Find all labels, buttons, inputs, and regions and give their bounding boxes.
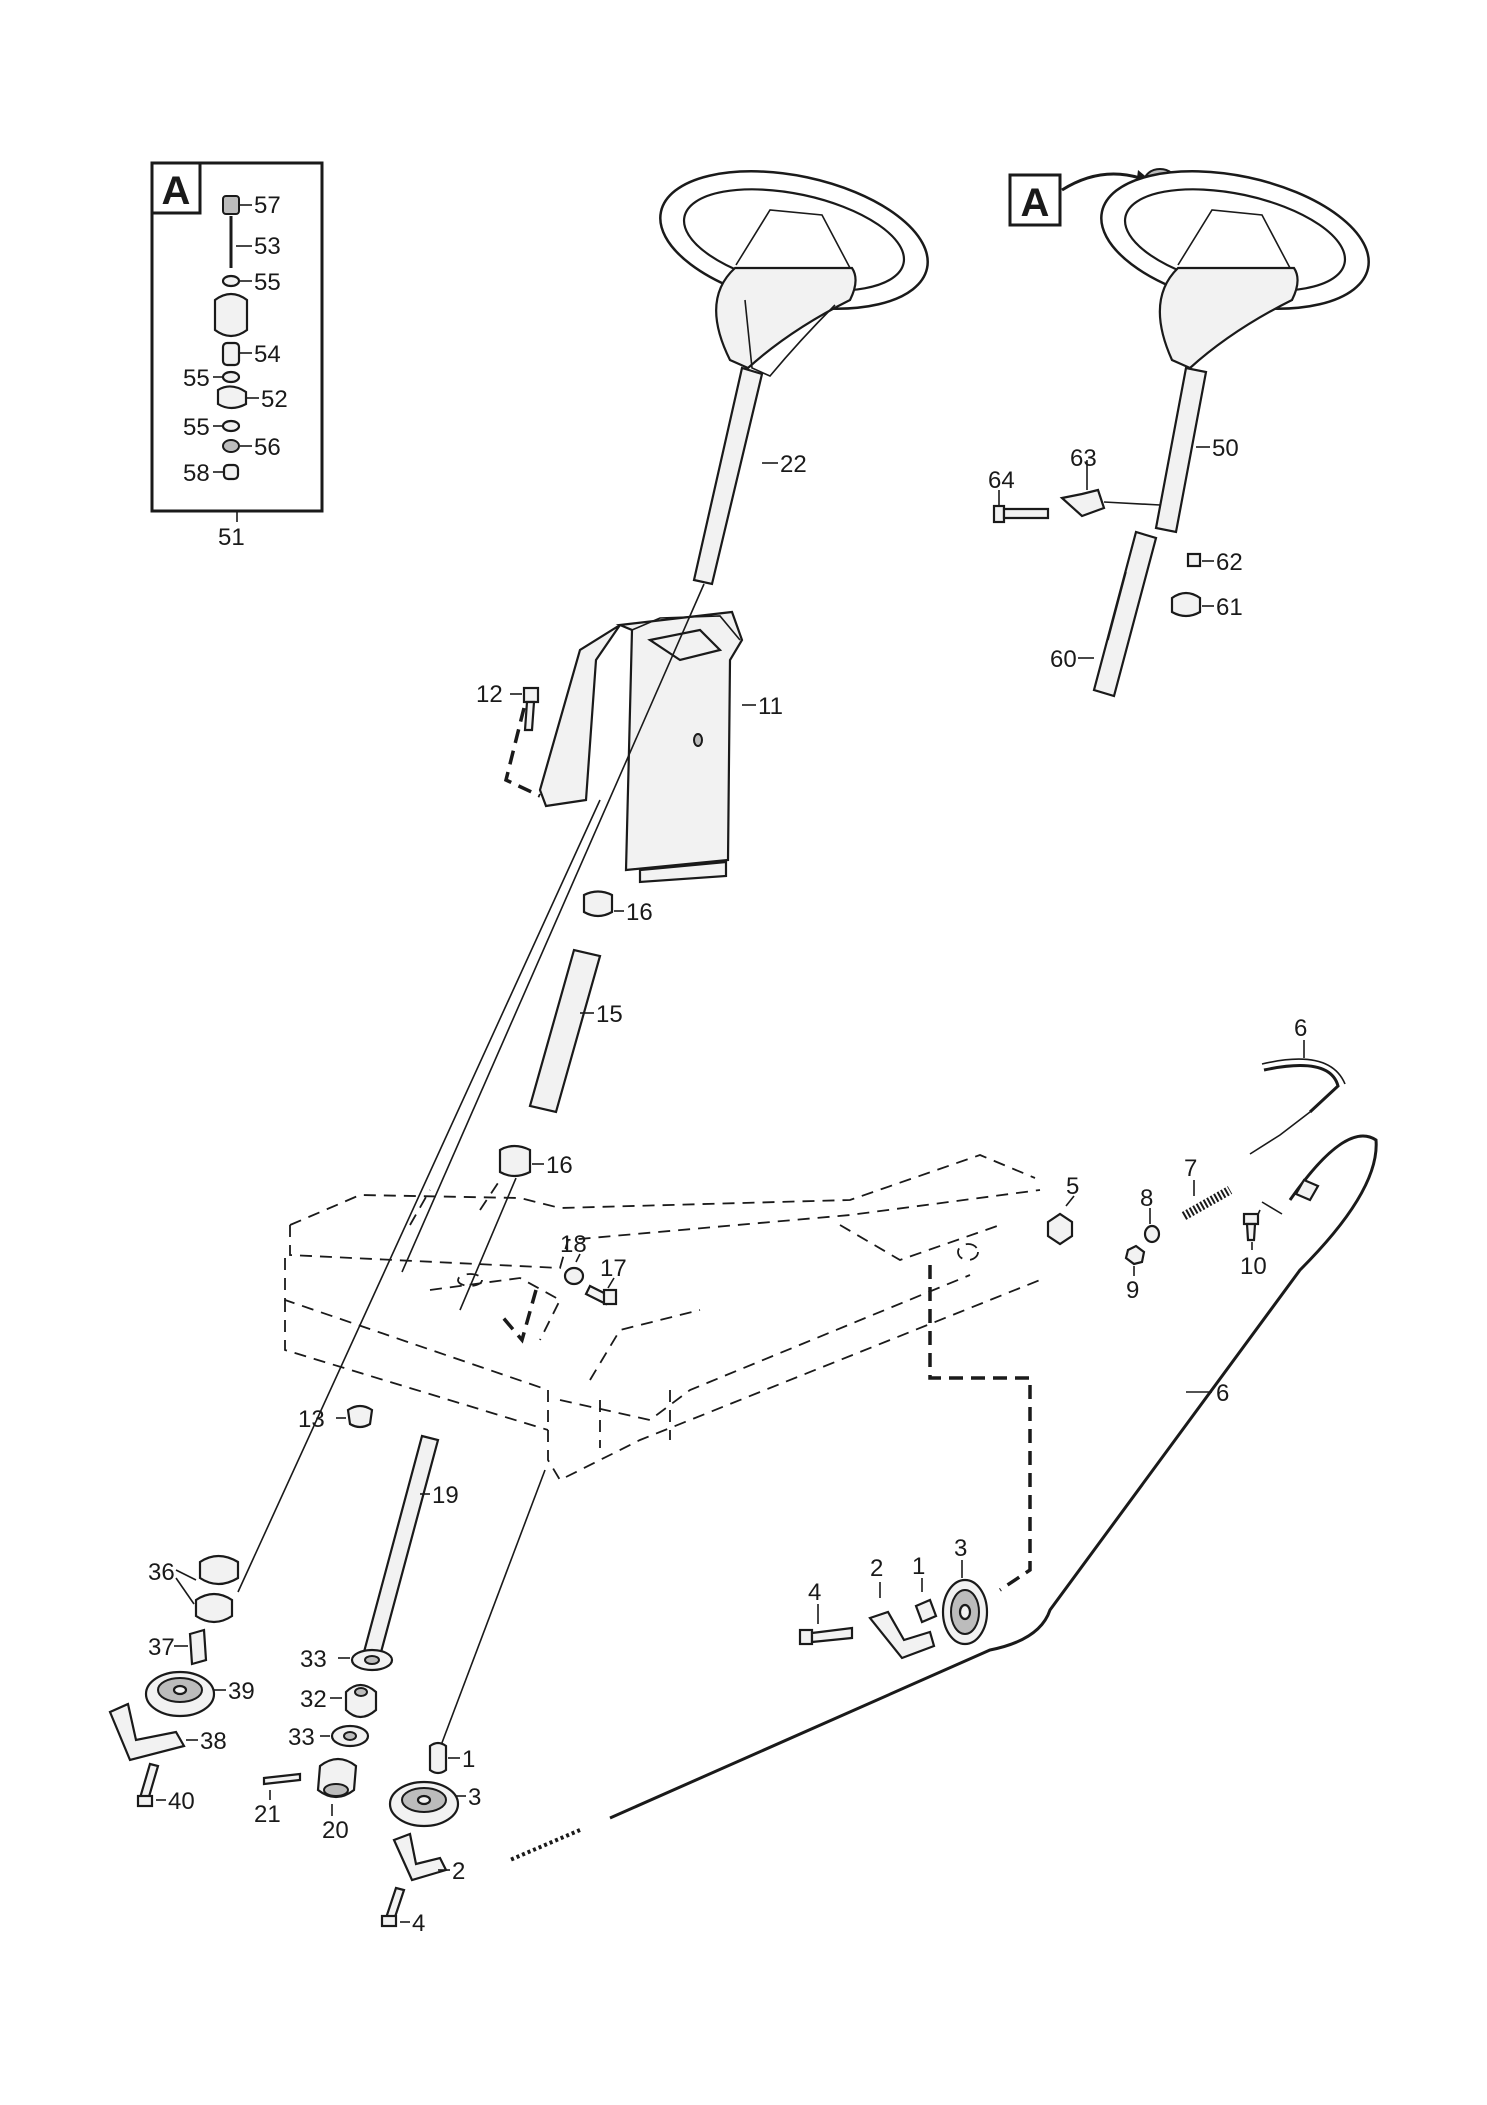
steering-shaft-22	[692, 366, 778, 586]
washer-33-lower	[320, 1724, 370, 1748]
label-2-bottom: 2	[452, 1858, 465, 1885]
steering-shaft-50	[1154, 366, 1210, 534]
label-58: 58	[183, 460, 210, 487]
label-33-lower: 33	[288, 1724, 315, 1751]
spacer-1-right	[914, 1578, 938, 1624]
label-4-right: 4	[808, 1579, 821, 1606]
spacer-37	[174, 1628, 208, 1666]
label-18: 18	[560, 1231, 587, 1258]
label-7: 7	[1184, 1155, 1197, 1182]
label-38: 38	[200, 1728, 227, 1755]
label-1-bottom: 1	[462, 1746, 475, 1773]
nut-9	[1124, 1244, 1146, 1276]
washer-8	[1143, 1208, 1161, 1244]
label-52: 52	[261, 386, 288, 413]
grommet-13	[336, 1404, 374, 1429]
label-51: 51	[218, 524, 245, 551]
bolt-4-right	[798, 1604, 854, 1646]
bolt-4-bottom	[380, 1886, 410, 1928]
label-3-bottom: 3	[468, 1784, 481, 1811]
bolt-17-washer-18	[498, 1253, 618, 1344]
bolt-64	[992, 490, 1050, 524]
bolt-40	[136, 1762, 166, 1808]
label-5: 5	[1066, 1173, 1079, 1200]
collar-20	[316, 1757, 358, 1816]
label-3-right: 3	[954, 1535, 967, 1562]
label-54: 54	[254, 341, 281, 368]
shaft-19	[362, 1434, 440, 1658]
label-55-low: 55	[183, 414, 210, 441]
collar-61-62	[1170, 552, 1214, 618]
label-10: 10	[1240, 1253, 1267, 1280]
label-16-lower: 16	[546, 1152, 573, 1179]
steering-wheel-variant	[1100, 168, 1370, 370]
label-32: 32	[300, 1686, 327, 1713]
spacer-32	[330, 1683, 378, 1719]
console-bracket-11	[538, 610, 756, 884]
label-4-bottom: 4	[412, 1910, 425, 1937]
spacer-1-bottom	[428, 1741, 460, 1775]
frame-dashed	[284, 1154, 1041, 1482]
lever-63	[1059, 460, 1161, 518]
label-37: 37	[148, 1634, 175, 1661]
detail-a-tag-ref: A	[1021, 181, 1050, 225]
bolt-10	[1242, 1212, 1260, 1250]
pin-21	[262, 1772, 302, 1800]
label-36: 36	[148, 1559, 175, 1586]
label-22: 22	[780, 451, 807, 478]
label-19: 19	[432, 1482, 459, 1509]
spring-7	[1181, 1180, 1233, 1220]
label-11: 11	[758, 693, 783, 720]
label-40: 40	[168, 1788, 195, 1815]
label-55-mid: 55	[183, 365, 210, 392]
bushing-36	[175, 1554, 240, 1624]
washer-33-upper	[338, 1648, 394, 1672]
label-2-right: 2	[870, 1555, 883, 1582]
label-61: 61	[1216, 594, 1243, 621]
dashed-link	[928, 1265, 1032, 1592]
bolt-12	[503, 686, 541, 798]
label-1-right: 1	[912, 1553, 925, 1580]
tube-15	[528, 948, 602, 1114]
detail-a-box: A	[150, 161, 324, 522]
label-63: 63	[1070, 445, 1097, 472]
label-13: 13	[298, 1406, 325, 1433]
detail-a-reference: A	[1008, 170, 1150, 227]
label-17: 17	[600, 1255, 627, 1282]
pulley-3-bottom	[388, 1780, 466, 1828]
detail-a-tag: A	[162, 169, 191, 213]
label-62: 62	[1216, 549, 1243, 576]
label-6-lower: 6	[1216, 1380, 1229, 1407]
shaft-60	[1078, 530, 1158, 698]
bracket-38	[108, 1702, 198, 1762]
label-60: 60	[1050, 646, 1077, 673]
bracket-2-right	[868, 1582, 936, 1660]
bracket-2-bottom	[392, 1832, 450, 1882]
label-16-upper: 16	[626, 899, 653, 926]
label-6-upper: 6	[1294, 1015, 1307, 1042]
label-57: 57	[254, 192, 281, 219]
pulley-3-right	[941, 1560, 989, 1646]
label-33-upper: 33	[300, 1646, 327, 1673]
label-53: 53	[254, 233, 281, 260]
bushing-16-lower	[498, 1144, 544, 1178]
label-55-top: 55	[254, 269, 281, 296]
steering-wheel-main	[659, 170, 929, 377]
cable-6	[509, 1040, 1378, 1862]
label-39: 39	[228, 1678, 255, 1705]
label-21: 21	[254, 1801, 281, 1828]
label-20: 20	[322, 1817, 349, 1844]
label-50: 50	[1212, 435, 1239, 462]
pulley-39	[144, 1670, 226, 1718]
label-64: 64	[988, 467, 1015, 494]
bushing-16-upper	[582, 890, 624, 918]
label-15: 15	[596, 1001, 623, 1028]
label-9: 9	[1126, 1277, 1139, 1304]
label-56: 56	[254, 434, 281, 461]
label-8: 8	[1140, 1185, 1153, 1212]
nut-5	[1046, 1195, 1075, 1246]
label-12: 12	[476, 681, 503, 708]
